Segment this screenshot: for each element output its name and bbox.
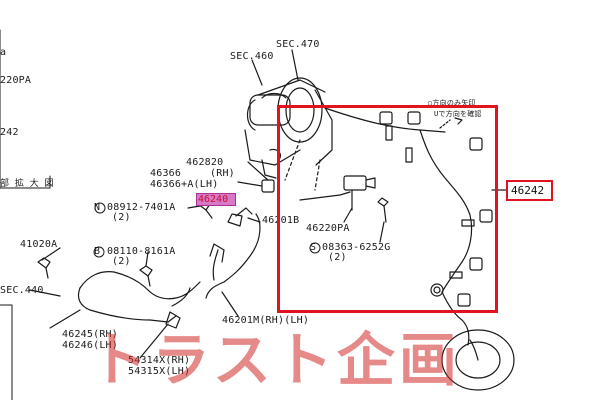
brake-hose-46201m <box>205 213 261 299</box>
part-label-46366a: 46366+A(LH) <box>150 179 219 190</box>
section-ref-460: SEC.460 <box>230 51 274 62</box>
connector-block-46220pa <box>343 175 376 211</box>
part-label-54315: 54315X(LH) <box>128 366 191 377</box>
left-cut-label-4: 部 拡 大 図 <box>0 179 54 189</box>
callout-part-number: 46242 <box>511 184 545 197</box>
watermark-text: トラスト企画 <box>90 326 461 394</box>
highlighted-part-number: 46240 <box>198 194 229 205</box>
callout-part-box: 46242 <box>506 180 553 201</box>
part-label-46246: 46246(LH) <box>62 340 118 351</box>
circle-n-letter: N <box>94 202 101 213</box>
circle-s-marker <box>309 242 321 254</box>
circle-s-letter: S <box>310 242 317 253</box>
part-label-46201m: 46201M(RH)(LH) <box>222 315 310 326</box>
note-line-1: ○方向のみ矢印 <box>428 99 476 107</box>
part-label-08110-qty: (2) <box>112 256 131 267</box>
bolt-08110 <box>139 265 153 287</box>
part-label-41020a: 41020A <box>20 239 58 250</box>
section-ref-440: SEC.440 <box>0 285 44 296</box>
bracket-46201b <box>227 207 253 227</box>
part-label-46366: 46366 <box>150 168 182 179</box>
circle-b-marker <box>93 246 105 258</box>
part-label-54314: 54314X(RH) <box>128 355 191 366</box>
circle-b-letter: B <box>94 246 101 257</box>
note-line-2: Uで方向を確認 <box>434 110 482 118</box>
circle-n-marker <box>94 202 106 214</box>
brake-hose-46245 <box>77 271 201 323</box>
part-label-08912-qty: (2) <box>112 212 131 223</box>
brake-disc <box>441 329 515 391</box>
left-inset-frame-bottom <box>0 304 13 400</box>
part-label-08110: 08110-8161A <box>107 246 176 257</box>
part-label-462820: 462820 <box>186 157 224 168</box>
callout-highlight-frame <box>277 105 498 313</box>
part-label-08912: 08912-7401A <box>107 202 176 213</box>
part-label-46366-rh: (RH) <box>210 168 235 179</box>
part-label-46245: 46245(RH) <box>62 329 118 340</box>
circled-letter-markers <box>93 202 321 258</box>
highlighted-part-tag: 46240 <box>196 193 236 206</box>
section-ref-470: SEC.470 <box>276 39 320 50</box>
left-cut-label-3: 242 <box>0 127 19 138</box>
part-label-46220pa: 46220PA <box>306 223 350 234</box>
sec460-leader <box>251 59 263 86</box>
bolt-08363 <box>377 197 389 223</box>
master-cylinder-assembly <box>244 77 333 191</box>
brake-hose-bracket <box>165 287 191 329</box>
sec470-leader <box>291 49 299 81</box>
part-label-08363: 08363-6252G <box>322 242 391 253</box>
part-label-46201b: 46201B <box>262 215 300 226</box>
left-cut-label-1: a <box>0 47 7 58</box>
left-inset-frame <box>0 29 51 189</box>
bolt-41020a <box>37 257 51 279</box>
part-label-08363-qty: (2) <box>328 252 347 263</box>
brake-line-46242 <box>299 107 475 346</box>
left-cut-label-2: 220PA <box>0 75 32 86</box>
